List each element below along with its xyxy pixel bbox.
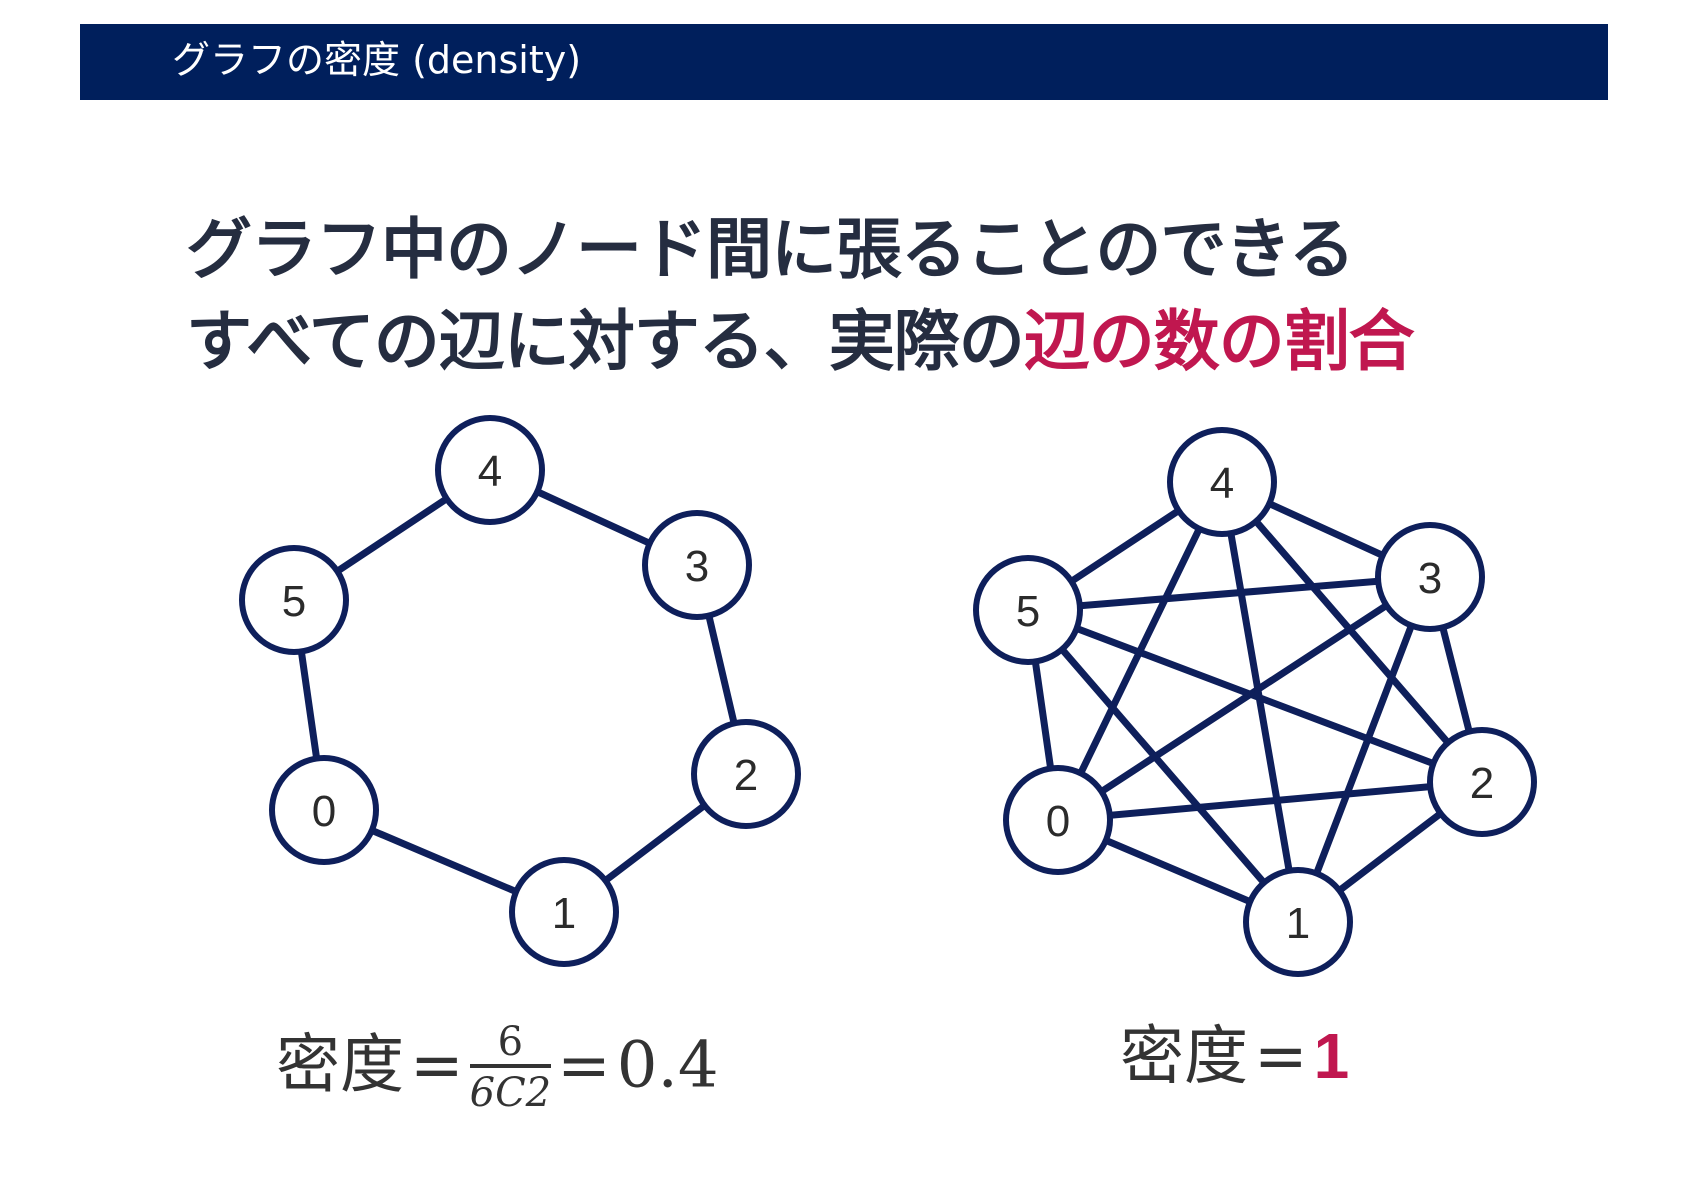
edge-2-4 — [1218, 478, 1486, 786]
node-label: 5 — [282, 577, 306, 626]
edge-0-3 — [1054, 573, 1434, 824]
page-title: グラフの密度 (density) — [172, 38, 582, 82]
node-2: 2 — [1427, 727, 1537, 837]
equals-sign-2: = — [557, 1028, 611, 1103]
node-circle — [509, 857, 619, 967]
node-circle — [1427, 727, 1537, 837]
edge-1-4 — [1218, 478, 1302, 926]
node-label: 2 — [734, 751, 758, 800]
node-1: 1 — [1243, 867, 1353, 977]
headline-line-2-accent: 辺の数の割合 — [1023, 303, 1415, 380]
node-circle — [435, 415, 545, 525]
headline-line-1: グラフ中のノード間に張ることのできる — [186, 211, 1355, 288]
density-label: 密度 — [276, 1028, 404, 1103]
node-label: 1 — [1286, 899, 1310, 948]
density-result: 1 — [1313, 1020, 1350, 1092]
node-0: 0 — [269, 755, 379, 865]
headline-line-2-text: すべての辺に対する、実際の — [186, 303, 1025, 380]
node-label: 1 — [552, 889, 576, 938]
node-5: 5 — [239, 545, 349, 655]
edge-1-5 — [1024, 606, 1302, 926]
node-label: 5 — [1016, 587, 1040, 636]
node-label: 3 — [1418, 554, 1442, 603]
node-5: 5 — [973, 555, 1083, 665]
node-circle — [642, 510, 752, 620]
node-circle — [1003, 765, 1113, 875]
headline-line-2: すべての辺に対する、実際の辺の数の割合 — [186, 296, 1586, 388]
node-label: 0 — [312, 787, 336, 836]
node-2: 2 — [691, 719, 801, 829]
node-0: 0 — [1003, 765, 1113, 875]
equals-sign: = — [410, 1028, 464, 1103]
node-label: 4 — [478, 447, 502, 496]
header-bar: グラフの密度 (density) — [80, 24, 1608, 100]
edge-2-5 — [1024, 606, 1486, 786]
fraction-numerator: 6 — [469, 1020, 552, 1068]
node-circle — [1167, 427, 1277, 537]
complete-density-formula: 密度=1 — [1120, 1020, 1349, 1093]
node-4: 4 — [1167, 427, 1277, 537]
node-circle — [1243, 867, 1353, 977]
node-label: 2 — [1470, 759, 1494, 808]
node-circle — [973, 555, 1083, 665]
node-label: 3 — [685, 542, 709, 591]
edge-0-2 — [1054, 778, 1486, 824]
equals-sign: = — [1254, 1020, 1308, 1094]
node-circle — [1375, 522, 1485, 632]
headline: グラフ中のノード間に張ることのできる すべての辺に対する、実際の辺の数の割合 — [186, 204, 1586, 388]
node-3: 3 — [642, 510, 752, 620]
edge-3-5 — [1024, 573, 1434, 614]
node-label: 4 — [1210, 459, 1234, 508]
fraction-denominator: 6C2 — [469, 1070, 552, 1116]
node-circle — [691, 719, 801, 829]
density-label: 密度 — [1120, 1020, 1248, 1094]
node-circle — [269, 755, 379, 865]
node-label: 0 — [1046, 797, 1070, 846]
node-1: 1 — [509, 857, 619, 967]
node-3: 3 — [1375, 522, 1485, 632]
density-result: 0.4 — [616, 1028, 719, 1103]
node-4: 4 — [435, 415, 545, 525]
edge-1-3 — [1294, 573, 1434, 926]
node-circle — [239, 545, 349, 655]
